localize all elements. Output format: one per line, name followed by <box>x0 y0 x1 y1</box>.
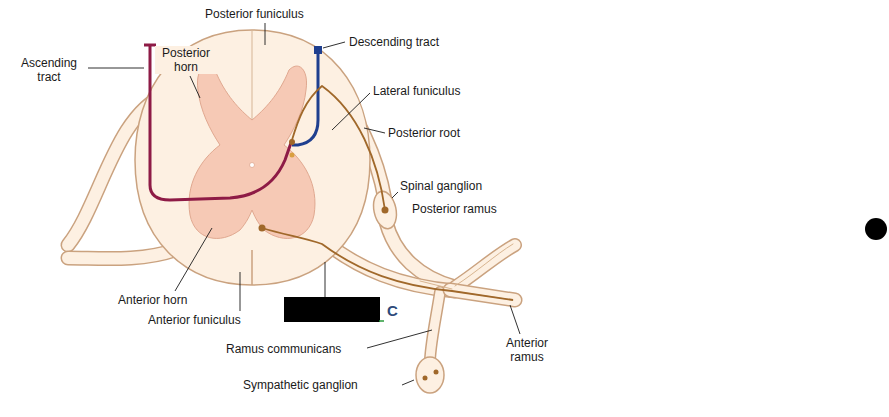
part-label: Posterior funiculus <box>205 7 304 21</box>
part-label: Spinal ganglion <box>400 179 482 193</box>
part-label: Posterior horn <box>155 46 217 74</box>
callout-letter: C <box>387 303 398 319</box>
part-label: Posterior root <box>388 126 460 140</box>
part-label: Anterior funiculus <box>148 313 241 327</box>
part-label: Posterior ramus <box>412 202 497 216</box>
part-label: Anterior horn <box>118 293 187 307</box>
part-label: Ramus communicans <box>226 342 341 356</box>
part-label: Ascending tract <box>12 56 86 84</box>
part-label: Lateral funiculus <box>373 84 460 98</box>
part-label: Anterior ramus <box>498 336 556 364</box>
part-label: Sympathetic ganglion <box>243 378 358 392</box>
part-label: Descending tract <box>349 35 439 49</box>
